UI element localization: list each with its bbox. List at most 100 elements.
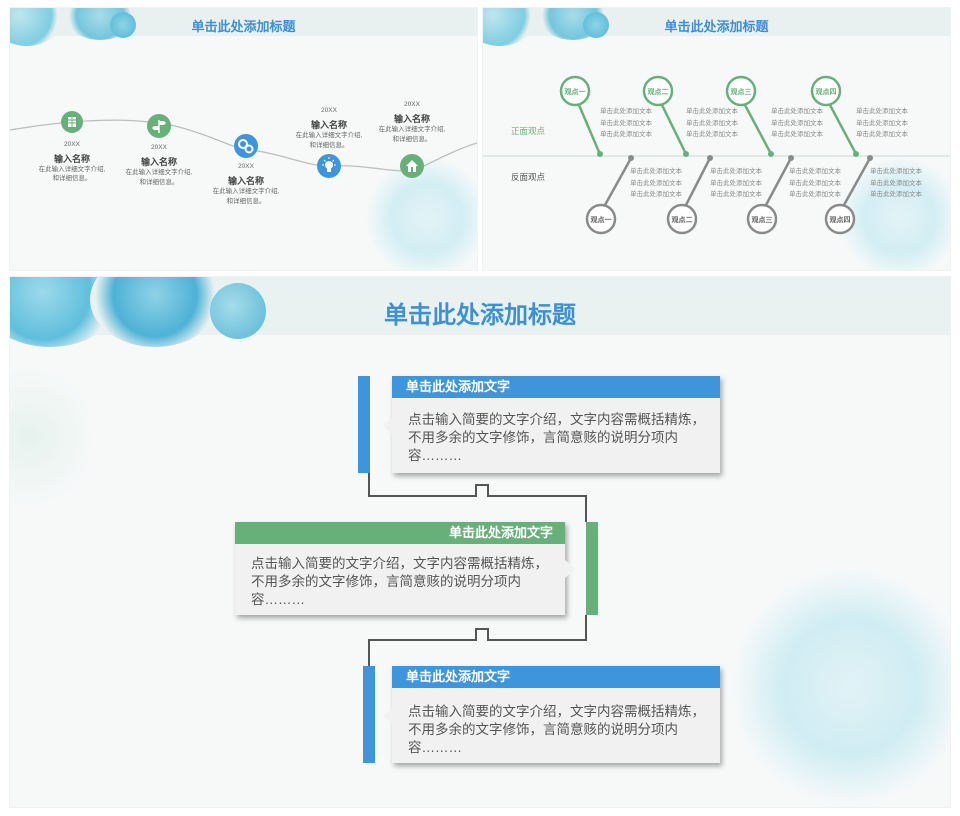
accent-bar xyxy=(586,522,598,615)
pin-label-positive[interactable]: 观点三 xyxy=(730,89,752,96)
text-line: 单击此处添加文本 xyxy=(630,168,682,175)
text-line: 单击此处添加文本 xyxy=(789,179,841,187)
text-line: 单击此处添加文本 xyxy=(789,168,841,175)
text-line: 单击此处添加文本 xyxy=(771,108,823,115)
timeline-node[interactable] xyxy=(61,111,83,133)
slide-title[interactable]: 单击此处添加标题 xyxy=(384,302,576,329)
item-desc[interactable]: 在此输入详细文字介绍, xyxy=(378,126,446,133)
item-year[interactable]: 20XX xyxy=(238,163,254,170)
slide-title[interactable]: 单击此处添加标题 xyxy=(664,19,769,34)
flower-decoration xyxy=(110,12,136,38)
text-line: 单击此处添加文本 xyxy=(870,179,922,187)
item-name[interactable]: 输入名称 xyxy=(53,154,90,164)
slide-viewpoints: 单击此处添加标题 正面观点 反面观点 观点一 观点二 观点三 观点四 观点一 观… xyxy=(483,8,950,270)
text-line: 单击此处添加文本 xyxy=(630,191,682,198)
card-line: 容……… xyxy=(251,592,305,607)
text-line: 单击此处添加文本 xyxy=(789,191,841,198)
text-line: 单击此处添加文本 xyxy=(686,131,738,138)
text-line: 单击此处添加文本 xyxy=(710,179,762,187)
card-line: 容……… xyxy=(408,448,462,463)
card-heading[interactable]: 单击此处添加文字 xyxy=(392,666,720,688)
text-line: 单击此处添加文本 xyxy=(870,168,922,175)
negative-text-block[interactable]: 单击此处添加文本 单击此处添加文本 单击此处添加文本 xyxy=(870,166,922,201)
slide-title[interactable]: 单击此处添加标题 xyxy=(191,19,296,34)
flower-decoration xyxy=(730,567,950,807)
item-desc[interactable]: 在此输入详细文字介绍, xyxy=(38,166,106,173)
card-body[interactable]: 点击输入简要的文字介绍，文字内容需概括精炼， 不用多余的文字修饰，言简意赅的说明… xyxy=(251,555,561,609)
slide-timeline: 单击此处添加标题 20XX 输入名称 在此输入详细文字介绍, 和详细信息。 20… xyxy=(10,8,477,270)
item-desc[interactable]: 和详细信息。 xyxy=(52,175,92,182)
timeline-node[interactable] xyxy=(147,114,171,138)
item-name[interactable]: 输入名称 xyxy=(227,176,264,186)
lightbulb-icon xyxy=(322,157,336,172)
negative-text-block[interactable]: 单击此处添加文本 单击此处添加文本 单击此处添加文本 xyxy=(630,166,682,201)
card-line: 不用多余的文字修饰，言简意赅的说明分项内 xyxy=(251,574,521,589)
negative-label[interactable]: 反面观点 xyxy=(511,172,546,182)
text-line: 单击此处添加文本 xyxy=(630,179,682,187)
pin-label-negative[interactable]: 观点一 xyxy=(590,217,612,224)
item-desc[interactable]: 和详细信息。 xyxy=(226,198,266,205)
signpost-icon xyxy=(152,120,166,133)
text-line: 单击此处添加文本 xyxy=(856,108,908,115)
text-card[interactable]: 单击此处添加文字 点击输入简要的文字介绍，文字内容需概括精炼， 不用多余的文字修… xyxy=(392,666,720,763)
positive-label[interactable]: 正面观点 xyxy=(511,126,546,136)
list-icon xyxy=(68,117,76,127)
text-line: 单击此处添加文本 xyxy=(600,131,652,138)
text-line: 单击此处添加文本 xyxy=(600,108,652,115)
pin-label-negative[interactable]: 观点四 xyxy=(829,217,851,224)
flower-decoration xyxy=(362,158,477,270)
home-icon xyxy=(406,160,418,172)
item-desc[interactable]: 和详细信息。 xyxy=(309,142,349,149)
pin-label-negative[interactable]: 观点三 xyxy=(751,217,773,224)
text-line: 单击此处添加文本 xyxy=(710,191,762,198)
text-line: 单击此处添加文本 xyxy=(771,119,823,127)
card-pointer xyxy=(565,560,575,578)
positive-text-block[interactable]: 单击此处添加文本 单击此处添加文本 单击此处添加文本 xyxy=(771,106,823,141)
gears-icon xyxy=(238,139,254,154)
card-pointer xyxy=(383,707,393,725)
timeline-node[interactable] xyxy=(234,134,258,158)
text-card[interactable]: 单击此处添加文字 点击输入简要的文字介绍，文字内容需概括精炼， 不用多余的文字修… xyxy=(392,376,720,473)
card-body[interactable]: 点击输入简要的文字介绍，文字内容需概括精炼， 不用多余的文字修饰，言简意赅的说明… xyxy=(408,411,718,465)
pin-label-positive[interactable]: 观点二 xyxy=(647,89,669,96)
text-line: 单击此处添加文本 xyxy=(870,191,922,198)
item-desc[interactable]: 在此输入详细文字介绍, xyxy=(295,132,363,139)
connector-lines xyxy=(368,473,587,666)
item-desc[interactable]: 和详细信息。 xyxy=(392,136,432,143)
accent-bar xyxy=(358,376,370,473)
negative-text-block[interactable]: 单击此处添加文本 单击此处添加文本 单击此处添加文本 xyxy=(710,166,762,201)
item-desc[interactable]: 和详细信息。 xyxy=(139,179,179,186)
positive-text-block[interactable]: 单击此处添加文本 单击此处添加文本 单击此处添加文本 xyxy=(600,106,652,141)
timeline-node[interactable] xyxy=(317,154,341,178)
card-body[interactable]: 点击输入简要的文字介绍，文字内容需概括精炼， 不用多余的文字修饰，言简意赅的说明… xyxy=(408,703,718,757)
flower-decoration xyxy=(210,283,266,339)
card-heading[interactable]: 单击此处添加文字 xyxy=(392,376,720,398)
card-heading[interactable]: 单击此处添加文字 xyxy=(235,522,565,544)
negative-text-block[interactable]: 单击此处添加文本 单击此处添加文本 单击此处添加文本 xyxy=(789,166,841,201)
item-name[interactable]: 输入名称 xyxy=(140,157,177,167)
item-name[interactable]: 输入名称 xyxy=(393,114,430,124)
pin-label-positive[interactable]: 观点四 xyxy=(815,89,837,96)
item-year[interactable]: 20XX xyxy=(404,101,420,108)
item-desc[interactable]: 在此输入详细文字介绍, xyxy=(125,169,193,176)
text-line: 单击此处添加文本 xyxy=(710,168,762,175)
card-line: 点击输入简要的文字介绍，文字内容需概括精炼， xyxy=(251,556,548,571)
item-year[interactable]: 20XX xyxy=(64,141,80,148)
positive-text-block[interactable]: 单击此处添加文本 单击此处添加文本 单击此处添加文本 xyxy=(856,106,908,141)
text-line: 单击此处添加文本 xyxy=(771,131,823,138)
item-desc[interactable]: 在此输入详细文字介绍, xyxy=(212,188,280,195)
pin-label-negative[interactable]: 观点二 xyxy=(671,217,693,224)
timeline-node[interactable] xyxy=(400,154,424,178)
positive-text-block[interactable]: 单击此处添加文本 单击此处添加文本 单击此处添加文本 xyxy=(686,106,738,141)
text-line: 单击此处添加文本 xyxy=(856,131,908,138)
item-name[interactable]: 输入名称 xyxy=(310,120,347,130)
viewpoint-pins xyxy=(483,75,950,235)
card-line: 容……… xyxy=(408,740,462,755)
text-card[interactable]: 单击此处添加文字 点击输入简要的文字介绍，文字内容需概括精炼， 不用多余的文字修… xyxy=(235,522,565,615)
text-line: 单击此处添加文本 xyxy=(686,119,738,127)
item-year[interactable]: 20XX xyxy=(321,107,337,114)
text-line: 单击此处添加文本 xyxy=(600,119,652,127)
flower-decoration xyxy=(583,12,609,38)
item-year[interactable]: 20XX xyxy=(151,144,167,151)
pin-label-positive[interactable]: 观点一 xyxy=(564,89,586,96)
